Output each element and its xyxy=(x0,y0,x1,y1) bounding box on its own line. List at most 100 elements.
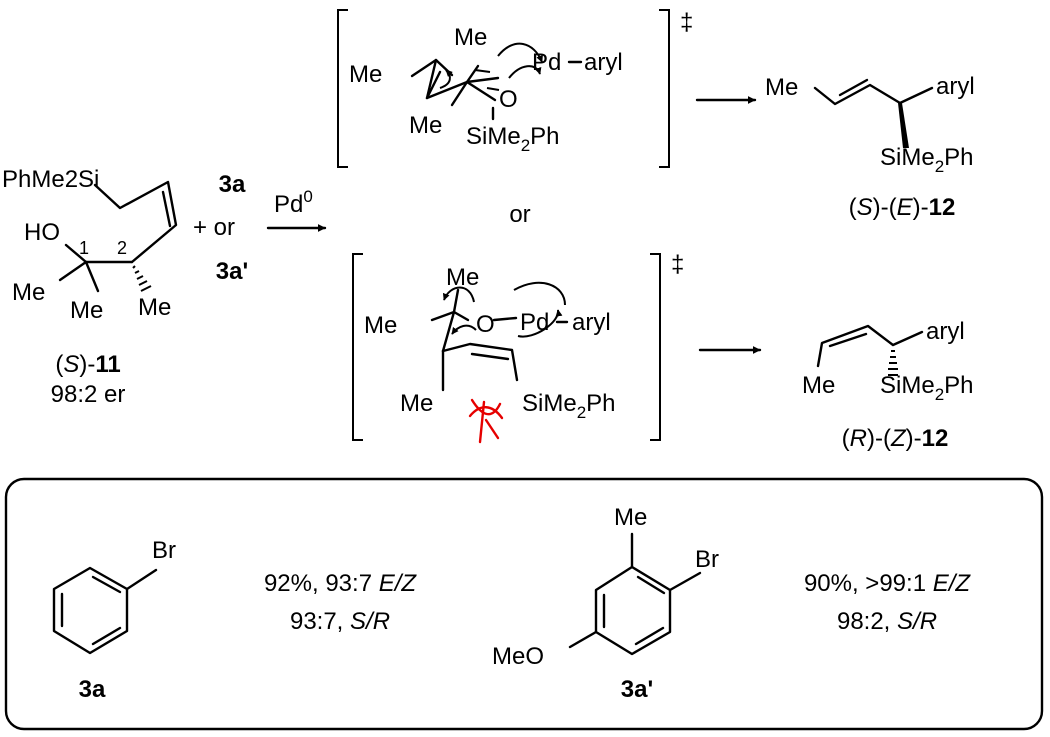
reagent-3a-prime: 3a' xyxy=(216,258,248,285)
results-box xyxy=(4,477,1044,731)
label-part: S xyxy=(857,194,873,221)
aryl-label: aryl xyxy=(936,73,975,100)
label-part: 93:7, xyxy=(290,608,350,635)
methyl-label: Me xyxy=(802,372,835,399)
ts-top: ‡ Me Me Me Pd aryl O SiMe2Ph xyxy=(337,9,693,168)
methyl-label: Me xyxy=(446,264,479,291)
palladium-label: Pd xyxy=(520,309,549,336)
methyl-label: Me xyxy=(138,294,171,321)
label-part: SiMe xyxy=(522,390,577,417)
label-part: 2 xyxy=(577,403,586,422)
reagent-3a-prime-label: 3a' xyxy=(621,676,653,703)
aryl-label: aryl xyxy=(926,318,965,345)
reagent-3a: 3a xyxy=(219,171,246,198)
label-part: ( xyxy=(849,194,857,221)
product-E-12: Me aryl SiMe2Ph (S)-(E)-12 xyxy=(765,73,975,221)
wedge-bond xyxy=(898,103,909,148)
oxygen-label: O xyxy=(476,311,495,338)
reagent-3a-label: 3a xyxy=(79,676,106,703)
or-label: or xyxy=(509,201,530,228)
label-part: 12 xyxy=(922,425,949,452)
label-part: SiMe xyxy=(880,144,935,171)
methyl-label: Me xyxy=(364,312,397,339)
label-part: 12 xyxy=(929,194,956,221)
methyl-label: Me xyxy=(614,504,647,531)
label-part: )-( xyxy=(873,194,897,221)
label-part: S/R xyxy=(897,608,937,635)
ts-bottom: ‡ Me Me O Pd aryl Me SiMe2Ph xyxy=(352,251,684,444)
hashed-wedge-bond xyxy=(888,350,898,376)
result-3a-prime: 90%, >99:1 E/Z 98:2, S/R xyxy=(804,570,971,635)
sr-ratio: 98:2, S/R xyxy=(837,608,937,635)
label-part: E/Z xyxy=(379,570,418,597)
methyl-label: Me xyxy=(400,390,433,417)
compound-label-11: (S)-11 xyxy=(55,351,120,378)
label-part: 90%, >99:1 xyxy=(804,570,933,597)
methyl-label: Me xyxy=(70,297,103,324)
methoxy-label: MeO xyxy=(492,643,544,670)
label-part: Z xyxy=(890,425,907,452)
reactant-11: PhMe2Si HO 1 2 Me Me Me (S)-11 98:2 er xyxy=(2,166,178,408)
silyl-label: SiMe2Ph xyxy=(466,123,560,155)
silyl-label: PhMe2Si xyxy=(2,166,99,193)
label-part: R xyxy=(850,425,867,452)
label-part: )- xyxy=(913,194,929,221)
structure-3a: Br 3a xyxy=(52,537,176,703)
label-part: Ph xyxy=(530,123,559,150)
label-part: ( xyxy=(842,425,850,452)
label-part: 2 xyxy=(521,136,530,155)
methyl-label: Me xyxy=(12,279,45,306)
label-part: Ph xyxy=(944,372,973,399)
locant-1: 1 xyxy=(79,238,89,258)
methyl-label: Me xyxy=(349,61,382,88)
bromine-label: Br xyxy=(152,537,176,564)
palladium-label: Pd xyxy=(532,49,561,76)
label-part: 2 xyxy=(935,157,944,176)
hashed-wedge-bond xyxy=(132,265,152,292)
label-part: SiMe xyxy=(466,123,521,150)
label-part: E/Z xyxy=(933,570,972,597)
plus-or: + or xyxy=(193,214,235,241)
label-part: )- xyxy=(906,425,922,452)
methyl-label: Me xyxy=(765,74,798,101)
label-part: 0 xyxy=(303,187,312,206)
label-part: E xyxy=(897,194,914,221)
label-part: 98:2, xyxy=(837,608,897,635)
yield-ez-ratio: 92%, 93:7 E/Z xyxy=(264,570,417,597)
label-part: )-( xyxy=(867,425,891,452)
label-part: )- xyxy=(79,351,95,378)
label-part: ( xyxy=(55,351,63,378)
aryl-label: aryl xyxy=(572,309,611,336)
compound-label-Z-12: (R)-(Z)-12 xyxy=(842,425,949,452)
label-part: Ph xyxy=(944,144,973,171)
conditions: 3a + or 3a' Pd0 xyxy=(193,171,327,285)
structure-3a-prime: Me Br MeO 3a' xyxy=(492,504,719,703)
sr-ratio: 93:7, S/R xyxy=(290,608,390,635)
label-part: S xyxy=(63,351,79,378)
steric-clash-icon xyxy=(468,398,504,444)
methyl-label: Me xyxy=(409,112,442,139)
product-Z-12: Me aryl SiMe2Ph (R)-(Z)-12 xyxy=(802,318,974,452)
label-part: SiMe xyxy=(880,372,935,399)
enantiomeric-ratio: 98:2 er xyxy=(51,381,126,408)
label-part: Ph xyxy=(586,390,615,417)
compound-label-E-12: (S)-(E)-12 xyxy=(849,194,956,221)
aryl-label: aryl xyxy=(584,49,623,76)
label-part: S/R xyxy=(350,608,390,635)
yield-ez-ratio: 90%, >99:1 E/Z xyxy=(804,570,971,597)
label-part: Pd xyxy=(274,191,303,218)
label-part: 2 xyxy=(935,385,944,404)
silyl-label: SiMe2Ph xyxy=(522,390,616,422)
silyl-label: SiMe2Ph xyxy=(880,372,974,404)
hydroxyl-label: HO xyxy=(24,219,60,246)
catalyst-label: Pd0 xyxy=(274,187,313,218)
silyl-label: SiMe2Ph xyxy=(880,144,974,176)
bromine-label: Br xyxy=(695,546,719,573)
locant-2: 2 xyxy=(117,238,127,258)
dagger: ‡ xyxy=(671,251,684,278)
dagger: ‡ xyxy=(680,9,693,36)
label-part: 92%, 93:7 xyxy=(264,570,379,597)
result-3a: 92%, 93:7 E/Z 93:7, S/R xyxy=(264,570,417,635)
oxygen-label: O xyxy=(499,86,518,113)
